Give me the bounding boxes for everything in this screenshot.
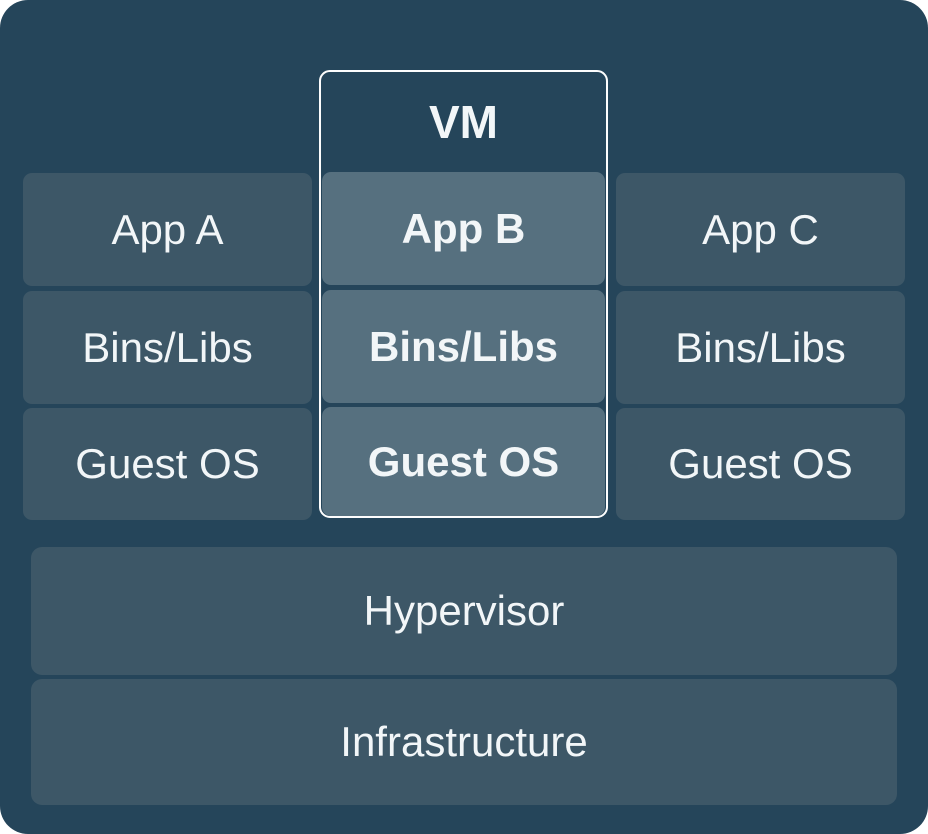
box-bins-libs-right: Bins/Libs: [616, 291, 905, 404]
box-hypervisor: Hypervisor: [31, 547, 897, 675]
box-guest-os-left: Guest OS: [23, 408, 312, 520]
box-guest-os-vm: Guest OS: [322, 407, 605, 516]
vm-title-label: VM: [429, 96, 498, 148]
box-bins-libs-left: Bins/Libs: [23, 291, 312, 404]
box-app-b: App B: [322, 172, 605, 285]
box-app-a: App A: [23, 173, 312, 286]
box-app-c: App C: [616, 173, 905, 286]
box-guest-os-right: Guest OS: [616, 408, 905, 520]
box-infrastructure: Infrastructure: [31, 679, 897, 805]
box-bins-libs-vm: Bins/Libs: [322, 290, 605, 403]
vm-container: VM App B Bins/Libs Guest OS: [319, 70, 608, 518]
